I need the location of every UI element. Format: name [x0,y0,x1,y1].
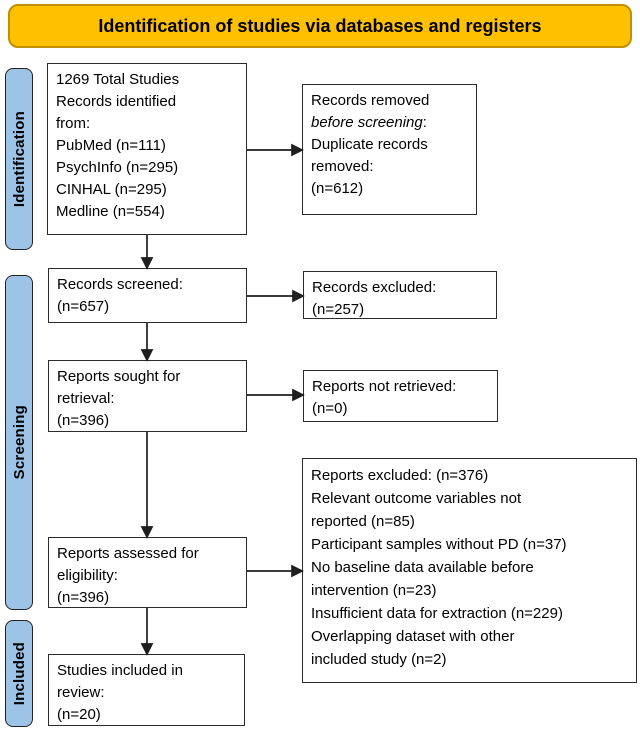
box-records-excluded-text: Records excluded: (n=257) [312,279,437,318]
box-studies-included-text: Studies included in review: (n=20) [57,662,183,723]
box-reports-assessed: Reports assessed for eligibility: (n=396… [48,537,247,608]
banner-title: Identification of studies via databases … [98,15,542,36]
box-reports-assessed-text: Reports assessed for eligibility: (n=396… [57,545,199,606]
box-reports-not-retrieved: Reports not retrieved: (n=0) [303,370,498,422]
box-records-identified: 1269 Total Studies Records identified fr… [47,63,247,235]
stage-included-label: Included [10,641,28,706]
records-removed-before-screening: before screening [311,114,423,131]
arrowhead-identified-to-screened [140,257,154,270]
arrowhead-sought-to-assessed [140,526,154,539]
box-records-removed: Records removed before screening: Duplic… [302,84,477,215]
records-removed-detail: Duplicate records removed: (n=612) [311,136,428,197]
arrowhead-screened-to-excluded [292,289,305,303]
stage-included: Included [5,620,33,727]
box-reports-not-retrieved-text: Reports not retrieved: (n=0) [312,378,457,417]
box-reports-excluded-text: Reports excluded: (n=376) Relevant outco… [311,467,567,668]
stage-identification-label: Identification [10,110,28,208]
banner-identification-via-databases: Identification of studies via databases … [8,4,632,48]
arrowhead-screened-to-sought [140,349,154,362]
box-studies-included: Studies included in review: (n=20) [48,654,245,726]
box-reports-sought-text: Reports sought for retrieval: (n=396) [57,368,181,429]
arrowhead-identified-to-removed [291,143,304,157]
box-records-excluded: Records excluded: (n=257) [303,271,497,319]
box-records-identified-text: 1269 Total Studies Records identified fr… [56,71,180,220]
stage-screening-label: Screening [10,405,28,480]
arrowhead-assessed-to-reportsexcluded [291,564,304,578]
box-reports-excluded: Reports excluded: (n=376) Relevant outco… [302,458,637,683]
box-records-screened: Records screened: (n=657) [48,268,247,323]
stage-identification: Identification [5,68,33,250]
box-reports-sought: Reports sought for retrieval: (n=396) [48,360,247,432]
box-records-screened-text: Records screened: (n=657) [57,276,183,315]
records-removed-line1: Records removed [311,92,430,109]
arrowhead-sought-to-notretrieved [292,388,305,402]
arrowhead-assessed-to-included [140,643,154,656]
records-removed-colon: : [422,114,427,131]
stage-screening: Screening [5,275,33,610]
box-records-removed-text: Records removed before screening: Duplic… [303,85,476,205]
